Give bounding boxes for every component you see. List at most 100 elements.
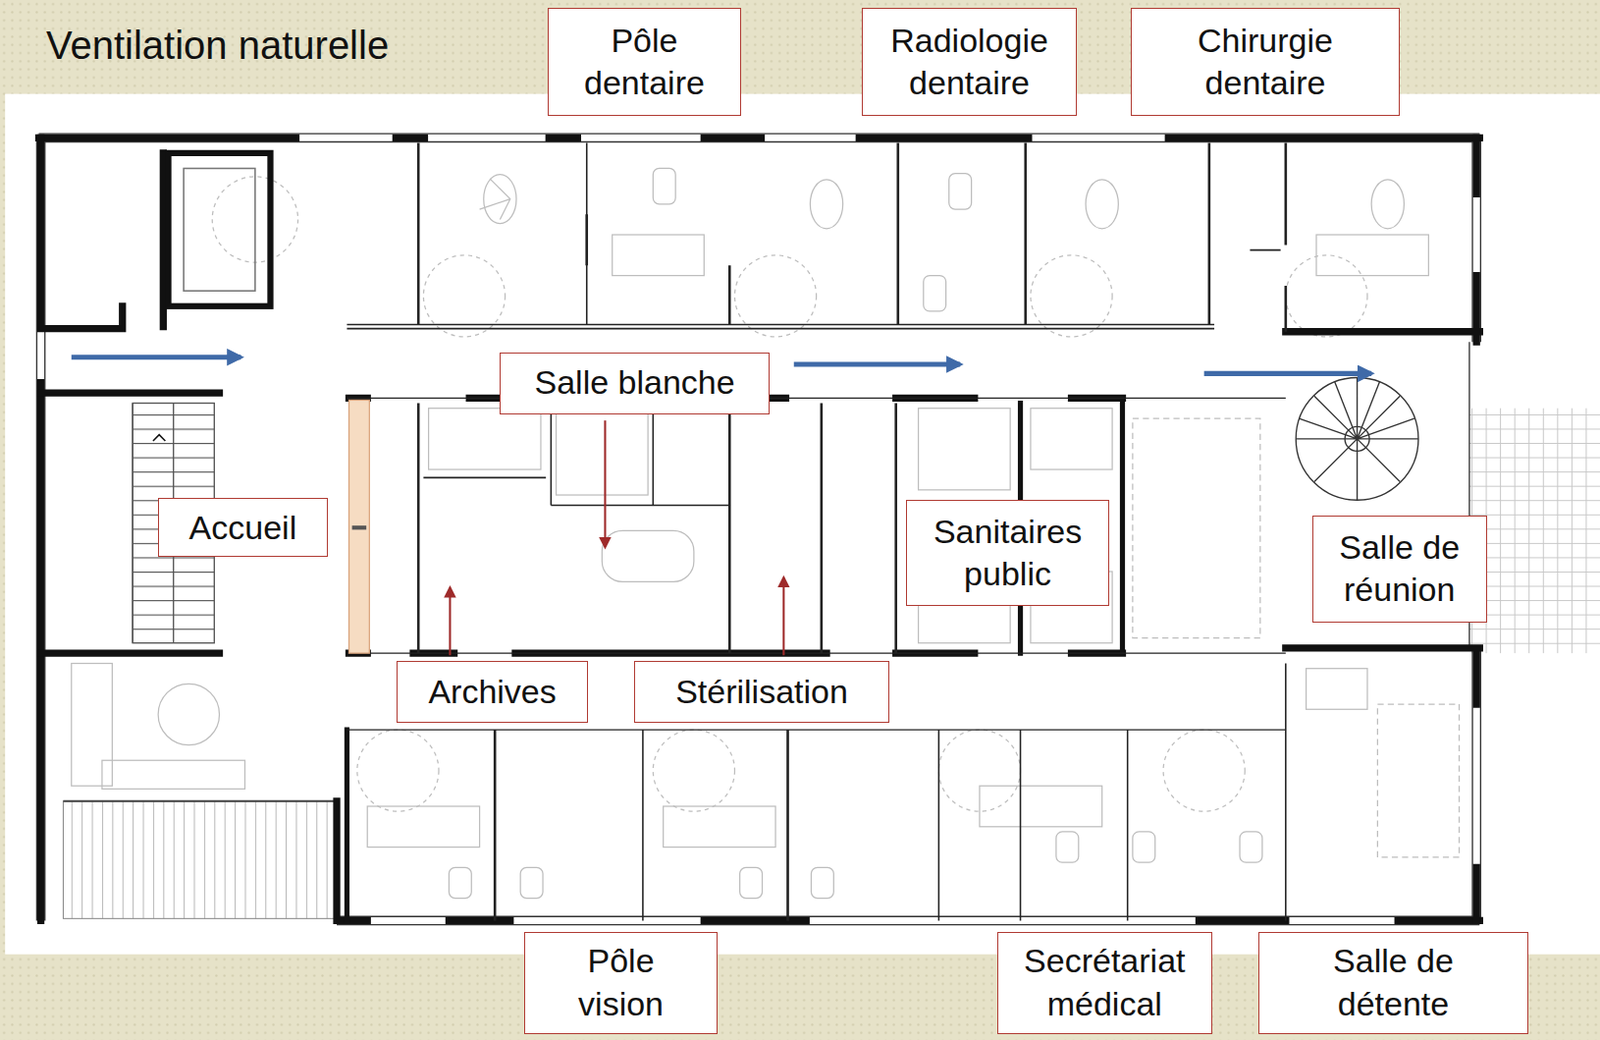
leader-arrow [448, 587, 451, 656]
furniture [1306, 668, 1368, 710]
walls [336, 800, 1480, 921]
furniture [1030, 408, 1113, 470]
furniture [810, 866, 834, 898]
walls [346, 403, 1122, 921]
walls [168, 153, 271, 307]
furniture [1163, 729, 1245, 811]
furniture [612, 234, 705, 276]
room-name: Accueil [189, 506, 298, 550]
furniture [1056, 831, 1079, 862]
room-label: Radiologie dentaire [861, 7, 1076, 116]
furniture [1132, 831, 1156, 862]
room-label: Sanitaires public [906, 499, 1110, 606]
partitions [418, 403, 897, 654]
partitions [132, 142, 1286, 920]
partitions [418, 142, 1286, 331]
airflow-arrow [71, 354, 242, 360]
furniture [520, 866, 543, 898]
furniture [949, 173, 972, 210]
furniture [556, 413, 649, 495]
furniture [102, 759, 246, 789]
furniture [663, 805, 776, 848]
room-name: Salle de réunion [1323, 526, 1477, 612]
furniture [923, 275, 947, 312]
room-name: Pôle dentaire [560, 19, 730, 106]
leader-arrow [782, 577, 785, 655]
terrace [62, 800, 337, 919]
room-name: Pôle vision [549, 939, 694, 1025]
desk [349, 399, 371, 653]
furniture [367, 805, 480, 848]
partitions [346, 397, 1285, 653]
windows [36, 133, 1481, 924]
room-label: Chirurgie dentaire [1130, 7, 1400, 116]
furniture [918, 408, 1012, 490]
furniture [1377, 703, 1459, 857]
furniture [1316, 234, 1429, 276]
furniture [1132, 418, 1261, 638]
spiral-stair [1295, 377, 1419, 501]
room-label: Pôle vision [524, 931, 717, 1034]
furniture [979, 785, 1103, 827]
partitions [586, 142, 1281, 324]
room-label: Salle blanche [499, 352, 769, 415]
room-label: Stérilisation [634, 660, 891, 722]
desk [352, 525, 368, 530]
airflow-arrow [794, 361, 960, 367]
room-name: Secrétariat médical [1008, 939, 1203, 1025]
furniture [1239, 831, 1263, 862]
furniture [601, 530, 694, 582]
room-label: Accueil [158, 497, 328, 557]
spiral-stair [1295, 377, 1419, 501]
room-name: Chirurgie dentaire [1168, 19, 1363, 106]
background [4, 94, 1600, 955]
walls [39, 137, 1481, 920]
windows [39, 133, 1481, 142]
diagram-title: Ventilation naturelle [46, 21, 389, 69]
room-label: Pôle dentaire [547, 7, 741, 116]
furniture [428, 408, 541, 470]
desk [349, 399, 371, 653]
room-name: Archives [427, 670, 556, 714]
furniture [1371, 179, 1404, 229]
partitions [642, 663, 1286, 921]
furniture [809, 179, 843, 229]
leader-arrow [603, 420, 606, 547]
furniture [357, 729, 439, 811]
walls [39, 134, 1481, 142]
furniture [483, 174, 517, 224]
partitions [153, 434, 165, 441]
furniture [1085, 179, 1119, 229]
furniture [71, 167, 1460, 898]
partitions [494, 729, 788, 920]
partitions [346, 323, 1215, 328]
room-label: Archives [396, 660, 587, 722]
furniture [1285, 255, 1368, 337]
terrace [62, 408, 1600, 919]
room-name: Radiologie dentaire [872, 19, 1067, 106]
furniture [740, 866, 763, 898]
furniture [652, 167, 676, 204]
room-name: Salle de détente [1311, 939, 1475, 1025]
room-label: Salle de réunion [1312, 515, 1488, 623]
room-name: Stérilisation [675, 670, 849, 714]
furniture [448, 866, 472, 898]
spiral-stair [1295, 377, 1419, 501]
leader-arrow [449, 420, 784, 655]
furniture [652, 729, 735, 811]
partitions [423, 408, 730, 506]
terrace [1469, 408, 1600, 653]
furniture [71, 663, 113, 787]
room-name: Salle blanche [534, 361, 736, 405]
partitions [183, 167, 256, 291]
airflow-arrow [1204, 371, 1372, 376]
room-label: Secrétariat médical [997, 931, 1213, 1034]
terrace [62, 800, 337, 802]
partitions [346, 728, 1285, 730]
room-label: Salle de détente [1258, 931, 1529, 1034]
room-name: Sanitaires public [915, 510, 1100, 596]
furniture [158, 683, 219, 745]
